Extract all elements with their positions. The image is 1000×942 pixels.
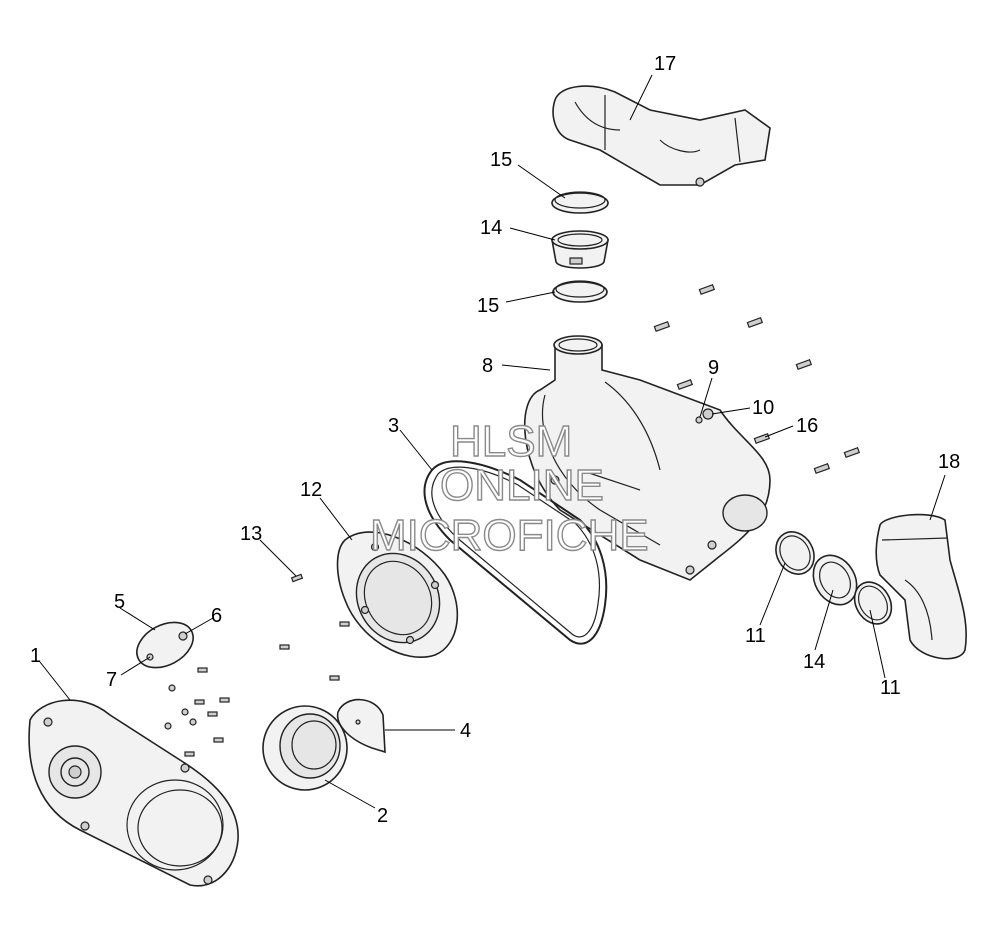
callout-15-lower: 15 (477, 295, 499, 317)
hardware-fasteners (164, 284, 861, 757)
washer-9 (695, 416, 703, 424)
part-4-gasket (336, 698, 386, 754)
callout-8: 8 (482, 355, 493, 377)
callout-1: 1 (30, 645, 41, 667)
watermark-line-3: MICROFICHE (370, 511, 649, 560)
callout-5: 5 (114, 591, 125, 613)
watermark-line-2: ONLINE (440, 461, 604, 510)
screw (207, 711, 218, 717)
callout-12: 12 (300, 479, 322, 501)
part-14-coupler-upper (551, 230, 609, 269)
screw-13 (290, 573, 304, 583)
nut-10 (702, 408, 714, 420)
callout-labels: 17 15 14 15 8 9 10 16 3 18 12 13 5 6 11 … (30, 53, 960, 827)
bolt (698, 284, 716, 296)
callout-14-right: 14 (803, 651, 825, 673)
part-5-access-cover (136, 621, 194, 669)
part-2-seal (262, 705, 348, 791)
callout-14-upper: 14 (480, 217, 502, 239)
callout-10: 10 (752, 397, 774, 419)
screw (329, 675, 340, 681)
callout-3: 3 (388, 415, 399, 437)
bolt (813, 463, 831, 475)
screw (339, 621, 350, 627)
part-3-drive-belt (423, 460, 608, 645)
bolt (746, 317, 764, 329)
bolt (676, 379, 694, 391)
screw (213, 737, 224, 743)
callout-2: 2 (377, 805, 388, 827)
screw (197, 667, 208, 673)
part-14-coupler-right (812, 554, 858, 606)
leader-lines (39, 74, 946, 809)
watermark: HLSM ONLINE MICROFICHE (369, 416, 649, 560)
bolt (795, 359, 813, 371)
callout-4: 4 (460, 720, 471, 742)
washer (164, 722, 172, 730)
callout-7: 7 (106, 669, 117, 691)
screw (219, 697, 230, 703)
callout-11-right: 11 (880, 677, 901, 699)
callout-13: 13 (240, 523, 262, 545)
callout-15-upper: 15 (490, 149, 512, 171)
part-15-clamp-lower (552, 280, 608, 303)
screw (279, 644, 290, 650)
callout-9: 9 (708, 357, 719, 379)
part-18-lower-duct (875, 513, 967, 660)
washer (189, 718, 197, 726)
callout-16: 16 (796, 415, 818, 437)
part-11-clamp-right-b (853, 581, 893, 625)
watermark-line-1: HLSM (450, 417, 572, 466)
part-15-clamp-upper (551, 191, 609, 214)
part-17-upper-duct (552, 85, 771, 187)
bolt (753, 433, 771, 445)
callout-18: 18 (938, 451, 960, 473)
washer (181, 708, 189, 716)
part-11-clamp-right-a (775, 531, 815, 575)
screw (194, 699, 205, 705)
callout-11-left: 11 (745, 625, 766, 647)
part-1-outer-cover (28, 699, 239, 887)
bolt (843, 447, 861, 459)
part-8-inner-cover (523, 335, 771, 581)
callout-6: 6 (211, 605, 222, 627)
screw (184, 751, 195, 757)
part-12-adapter-plate (336, 531, 459, 658)
callout-17: 17 (654, 53, 676, 75)
bolt (653, 321, 671, 333)
washer (168, 684, 176, 692)
